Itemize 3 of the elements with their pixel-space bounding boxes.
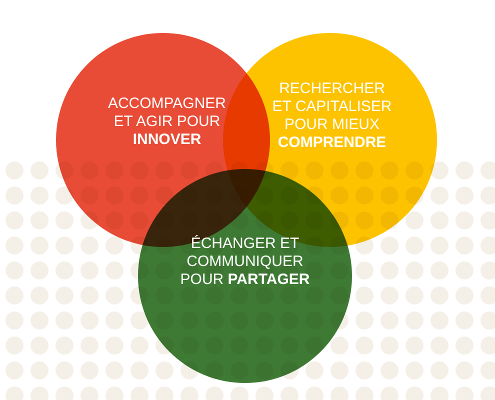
circle-label: ÉCHANGER ET COMMUNIQUER POUR PARTAGER (179, 235, 311, 289)
circle-label: ACCOMPAGNER ET AGIR POUR INNOVER (106, 95, 228, 149)
circle-label: RECHERCHER ET CAPITALISER POUR MIEUX COMPRENDRE (271, 80, 393, 152)
